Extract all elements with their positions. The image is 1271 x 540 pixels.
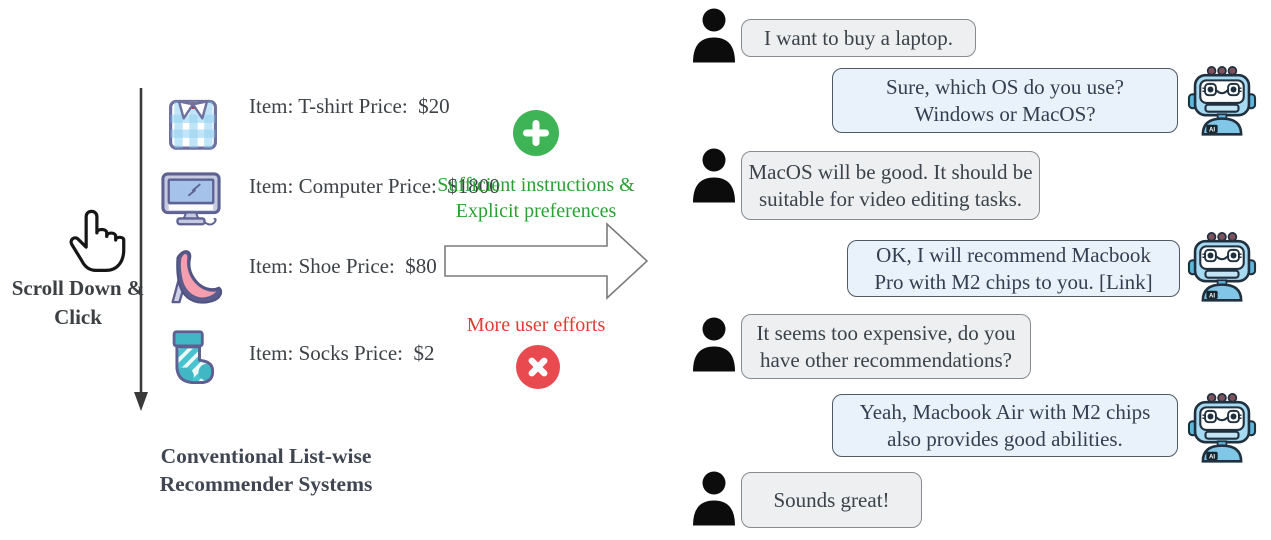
chat-bubble-user: MacOS will be good. It should be suitabl… <box>741 151 1040 220</box>
item-price: Price: $2 <box>354 341 435 365</box>
item-name: Item: Computer <box>249 174 383 198</box>
bubble-text: also provides good abilities. <box>887 426 1123 451</box>
robot-avatar: AI <box>1187 232 1257 302</box>
item-row-tshirt: Item: T-shirt Price: $20 <box>249 92 450 120</box>
item-name: Item: T-shirt <box>249 94 354 118</box>
pros-line2: & Explicit preferences <box>455 174 635 222</box>
plus-icon <box>513 110 559 156</box>
chat-bubble-bot: OK, I will recommend Macbook Pro with M2… <box>847 240 1180 297</box>
bubble-text: have other recommendations? <box>760 347 1012 372</box>
chat-bubble-user: Sounds great! <box>741 472 922 528</box>
bubble-text: I want to buy a laptop. <box>764 25 953 50</box>
item-row-computer: Item: Computer Price: $1800 <box>249 172 500 200</box>
user-avatar <box>693 317 735 372</box>
pros-label: Sufficient instructions & Explicit prefe… <box>424 172 648 224</box>
scroll-label-line2: & Click <box>54 276 145 329</box>
caption-line1: Conventional List-wise <box>160 444 372 468</box>
bubble-text: Sounds great! <box>773 487 890 512</box>
chat-bubble-user: I want to buy a laptop. <box>741 19 976 57</box>
item-row-shoe: Item: Shoe Price: $80 <box>249 252 437 280</box>
item-price: Price: $1800 <box>387 174 500 198</box>
chat-bubble-bot: Sure, which OS do you use? Windows or Ma… <box>832 68 1178 133</box>
shoe-icon <box>171 250 223 304</box>
item-price: Price: $80 <box>345 254 437 278</box>
caption-line2: Recommender Systems <box>159 472 373 496</box>
user-avatar <box>693 148 735 203</box>
robot-avatar: AI <box>1187 66 1257 136</box>
robot-avatar: AI <box>1187 393 1257 463</box>
bubble-text: MacOS will be good. It should be <box>748 159 1033 184</box>
bubble-text: Windows or MacOS? <box>914 101 1096 126</box>
item-row-socks: Item: Socks Price: $2 <box>249 339 434 367</box>
bubble-text: Sure, which OS do you use? <box>886 74 1124 99</box>
bubble-text: OK, I will recommend Macbook <box>876 242 1151 267</box>
left-panel-caption: Conventional List-wise Recommender Syste… <box>135 442 397 498</box>
tshirt-icon <box>169 99 217 150</box>
svg-text:AI: AI <box>1209 292 1215 299</box>
scroll-click-label: Scroll Down & Click <box>8 274 148 332</box>
pros-line1: Sufficient instructions <box>437 174 615 196</box>
socks-icon <box>172 330 215 384</box>
svg-text:AI: AI <box>1209 126 1215 133</box>
cons-line: More user efforts <box>466 314 606 336</box>
user-avatar <box>693 471 735 526</box>
bubble-text: Pro with M2 chips to you. [Link] <box>874 269 1153 294</box>
transition-arrow <box>444 222 649 300</box>
user-avatar <box>693 8 735 63</box>
scroll-down-arrow <box>134 88 148 411</box>
item-price: Price: $20 <box>358 94 450 118</box>
item-name: Item: Shoe <box>249 254 341 278</box>
chat-bubble-user: It seems too expensive, do you have othe… <box>741 314 1031 379</box>
svg-text:AI: AI <box>1209 453 1215 460</box>
computer-icon <box>161 172 221 226</box>
bubble-text: suitable for video editing tasks. <box>758 186 1023 211</box>
bubble-text: It seems too expensive, do you <box>756 320 1016 345</box>
hand-pointer-icon <box>69 209 126 273</box>
cons-label: More user efforts <box>424 312 648 338</box>
x-icon <box>516 345 560 389</box>
scroll-label-line1: Scroll Down <box>11 276 122 300</box>
bubble-text: Yeah, Macbook Air with M2 chips <box>859 399 1151 424</box>
chat-bubble-bot: Yeah, Macbook Air with M2 chips also pro… <box>832 394 1178 457</box>
item-name: Item: Socks <box>249 341 349 365</box>
